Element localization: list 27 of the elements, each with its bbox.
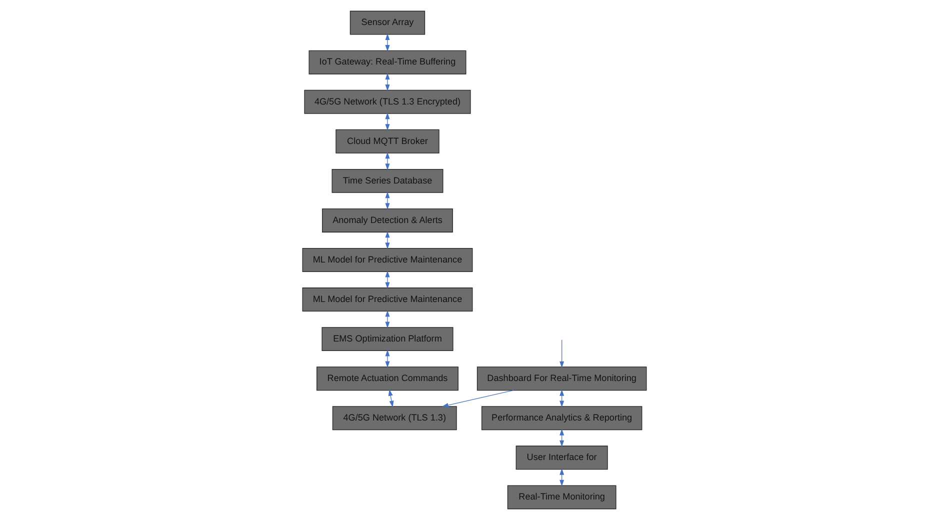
arrow: [385, 310, 390, 328]
node-box: Time Series Database: [332, 168, 444, 193]
arrow: [385, 350, 390, 368]
arrow: [385, 152, 390, 170]
node-box: Real-Time Monitoring: [507, 485, 616, 510]
arrow: [442, 390, 514, 408]
arrow: [385, 73, 390, 92]
arrow: [388, 389, 394, 408]
node-box: EMS Optimization Platform: [322, 327, 454, 352]
node-box: IoT Gateway: Real-Time Buffering: [308, 50, 466, 74]
node-box: ML Model for Predictive Maintenance: [302, 248, 473, 272]
arrow: [385, 34, 390, 52]
arrow: [385, 112, 390, 131]
arrow: [385, 192, 390, 210]
node-box: Cloud MQTT Broker: [336, 129, 440, 154]
node-box: Sensor Array: [350, 10, 426, 35]
node-box: Performance Analytics & Reporting: [481, 406, 642, 430]
node-box: 4G/5G Network (TLS 1.3): [332, 406, 457, 430]
node-box: 4G/5G Network (TLS 1.3 Encrypted): [304, 90, 471, 114]
arrow: [560, 340, 564, 368]
node-box: User Interface for: [516, 446, 608, 470]
arrow: [385, 231, 390, 250]
arrow: [385, 270, 390, 289]
node-box: Remote Actuation Commands: [316, 366, 458, 391]
node-box: ML Model for Predictive Maintenance: [302, 288, 473, 312]
node-box: Anomaly Detection & Alerts: [322, 208, 453, 232]
node-box: Dashboard For Real-Time Monitoring: [476, 366, 647, 391]
